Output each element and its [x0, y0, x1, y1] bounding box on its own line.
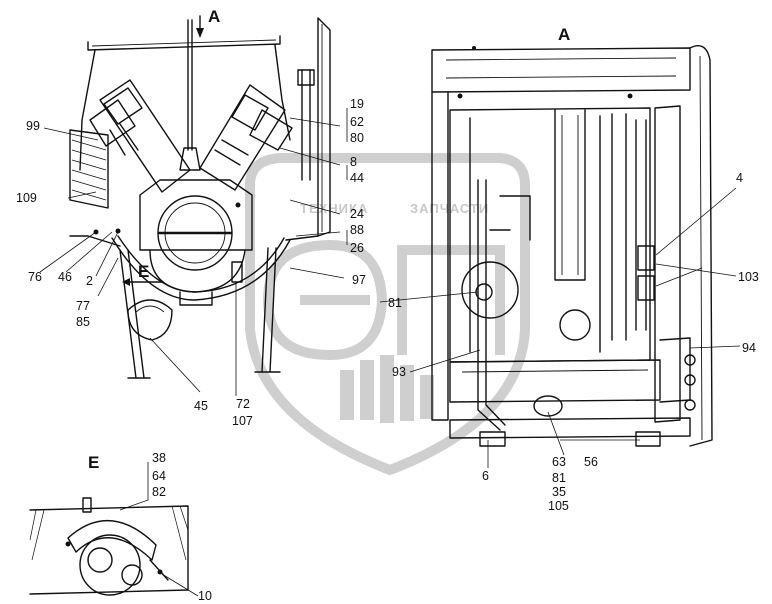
callout-99: 99 [26, 119, 40, 133]
callout-46: 46 [58, 270, 72, 284]
callout-19: 19 [350, 97, 364, 111]
callout-64: 64 [152, 469, 166, 483]
callout-labels: 99 109 76 46 2 77 85 45 72 107 97 81 19 … [16, 97, 759, 603]
callout-8: 8 [350, 155, 357, 169]
callout-77: 77 [76, 299, 90, 313]
view-e-arrow-label: E [138, 262, 149, 281]
view-a-arrow-label: A [208, 7, 220, 26]
callout-72: 72 [236, 397, 250, 411]
callout-2: 2 [86, 274, 93, 288]
callout-10: 10 [198, 589, 212, 603]
callout-107: 107 [232, 414, 253, 428]
callout-81-view-a: 81 [388, 296, 402, 310]
callout-94: 94 [742, 341, 756, 355]
view-a-side [431, 45, 713, 447]
view-indicators: A A E E [88, 7, 570, 472]
callout-82: 82 [152, 485, 166, 499]
callout-97: 97 [352, 273, 366, 287]
callout-105: 105 [548, 499, 569, 513]
callout-24: 24 [350, 207, 364, 221]
callout-6: 6 [482, 469, 489, 483]
callout-103: 103 [738, 270, 759, 284]
callout-56: 56 [584, 455, 598, 469]
view-a-title: A [558, 25, 570, 44]
callout-93: 93 [392, 365, 406, 379]
callout-44: 44 [350, 171, 364, 185]
watermark-line1: ТЕХНИКА [300, 201, 368, 216]
callout-35: 35 [552, 485, 566, 499]
callout-80: 80 [350, 131, 364, 145]
watermark-line2: ЗАПЧАСТИ [410, 201, 489, 216]
callout-26: 26 [350, 241, 364, 255]
callout-76: 76 [28, 270, 42, 284]
callout-4: 4 [736, 171, 743, 185]
callout-109: 109 [16, 191, 37, 205]
watermark: ТЕХНИКА ЗАПЧАСТИ [245, 153, 530, 476]
view-e-title: E [88, 453, 99, 472]
callout-81-detail: 81 [552, 471, 566, 485]
callout-85: 85 [76, 315, 90, 329]
callout-38: 38 [152, 451, 166, 465]
callout-88: 88 [350, 223, 364, 237]
leader-lines [39, 108, 741, 597]
callout-62: 62 [350, 115, 364, 129]
detail-view-e [29, 497, 189, 596]
callout-63: 63 [552, 455, 566, 469]
callout-45: 45 [194, 399, 208, 413]
engine-front-view [69, 17, 331, 379]
